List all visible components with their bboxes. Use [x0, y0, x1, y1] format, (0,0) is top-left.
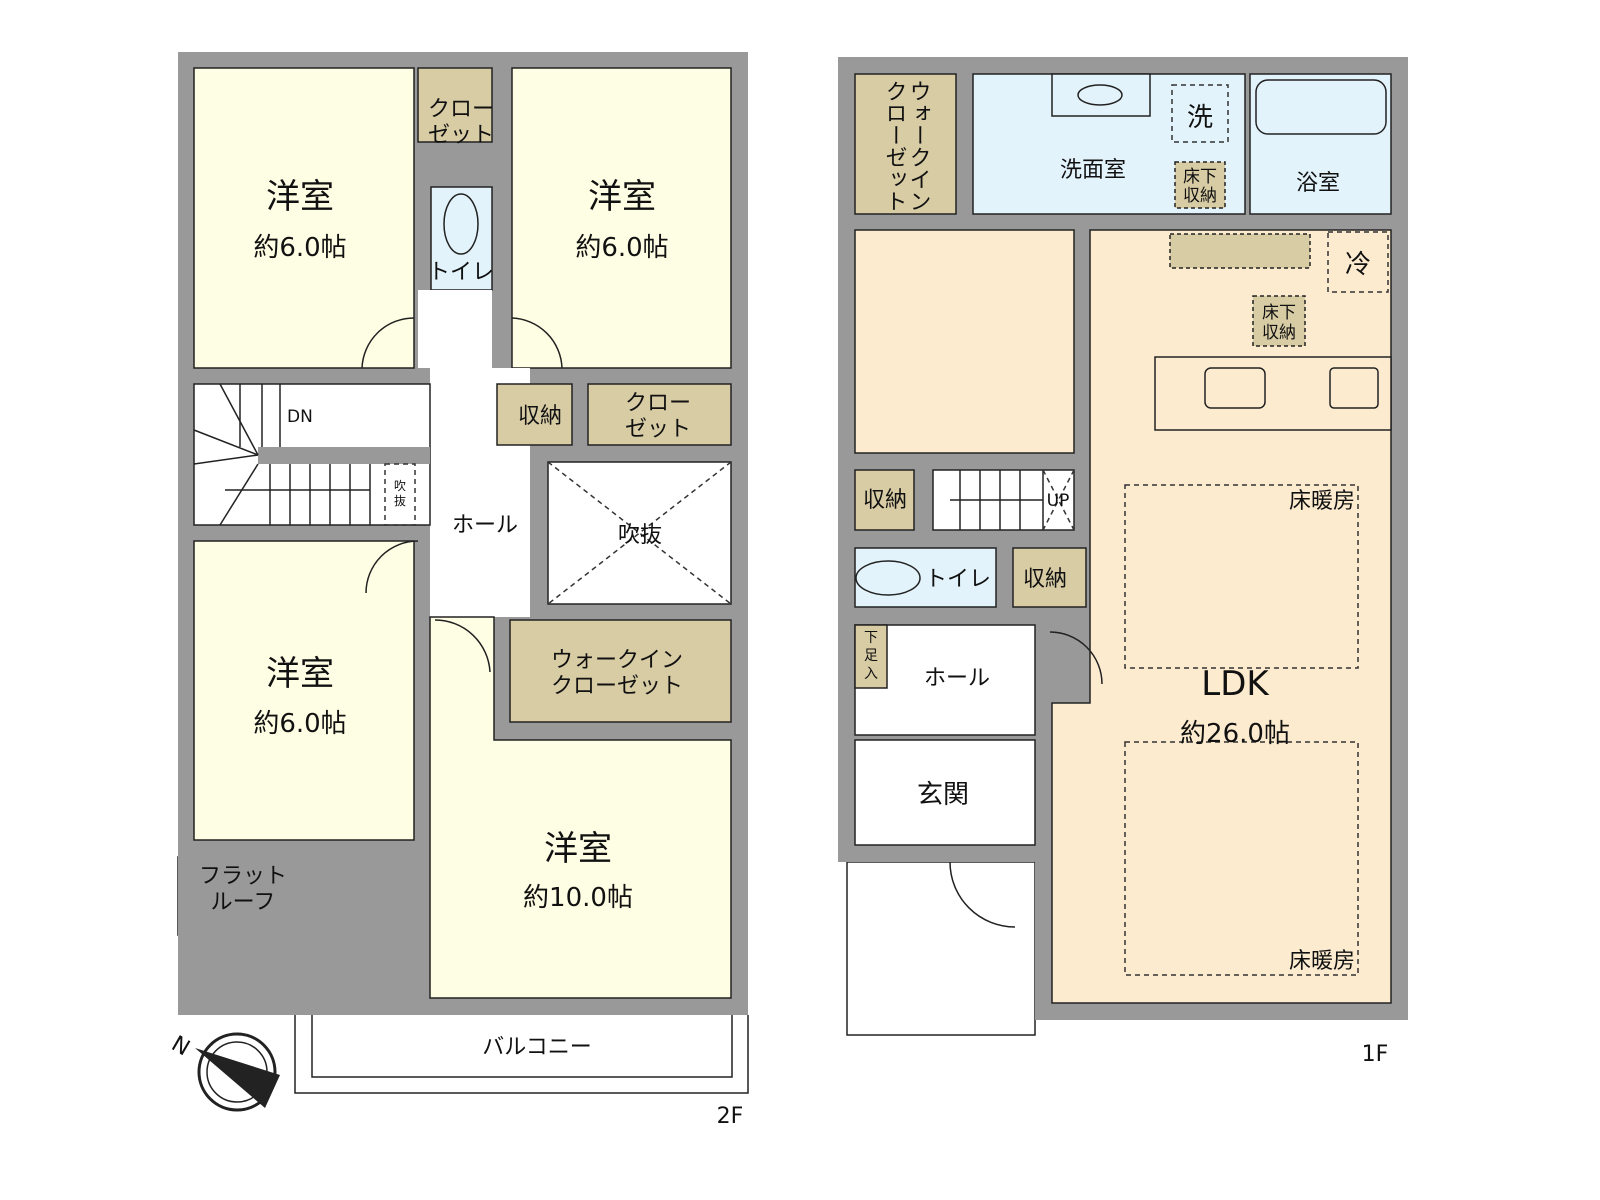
kitchen-back-storage	[1169, 233, 1311, 269]
storage-label: 収納	[518, 404, 562, 429]
toilet-2f	[430, 186, 493, 291]
shoe-cabinet	[854, 624, 888, 689]
room-bed-br	[429, 616, 732, 999]
wic-2f-label: ウォークイン	[551, 648, 683, 673]
wall-segment	[178, 840, 415, 857]
kitchen-counter	[1154, 356, 1392, 431]
floor-heating-area-1	[1124, 484, 1359, 669]
stove-icon	[1329, 367, 1379, 409]
underfloor-1-label: 床下	[1183, 167, 1217, 187]
closet-r-label: ゼット	[625, 417, 691, 442]
storage-1-label: 収納	[863, 488, 907, 513]
floor-heating-label: 床暖房	[1289, 489, 1355, 514]
closet-r	[587, 383, 732, 446]
hall-1f-label: ホール	[924, 666, 990, 691]
underfloor-2-label: 床下	[1262, 303, 1296, 323]
washer-space	[1171, 84, 1229, 143]
door-swing	[949, 631, 1103, 928]
underfloor-storage-2	[1252, 295, 1306, 347]
toilet-1f-label: トイレ	[925, 567, 991, 592]
toilet-1f	[854, 547, 997, 608]
hall-2f-label: ホール	[452, 513, 518, 538]
storage-1f-2	[1012, 547, 1087, 608]
closet-r-label: クロー	[625, 391, 691, 416]
bath-label: 浴室	[1296, 171, 1340, 196]
stair-direction-label: UP	[1047, 491, 1070, 511]
porch	[846, 861, 1036, 1036]
entrance	[854, 739, 1036, 846]
floor-2f: 洋室 約6.0帖 洋室 約6.0帖 洋室 約6.0帖 洋室 約10.0帖 クロー…	[177, 52, 749, 1129]
closet-tl-label: ゼット	[428, 123, 494, 148]
shoe-label: 足	[864, 648, 878, 664]
stair-void-label: 吹	[394, 479, 406, 493]
room-ldk	[1051, 229, 1392, 1004]
underfloor-2-label: 収納	[1262, 323, 1296, 343]
bed-tl-name: 洋室	[266, 177, 334, 217]
stairs-2f	[193, 383, 431, 526]
north-arrow-icon: N	[167, 1032, 280, 1112]
closet-tl	[417, 67, 493, 143]
floor-1f: ウォークイン クローゼット 洗面室 洗 床下 収納 浴室 冷 床下 収納 収納 …	[838, 57, 1408, 1067]
room-bed-tl	[193, 67, 415, 369]
fridge-label: 冷	[1345, 250, 1371, 280]
kitchen-sink-icon	[1204, 367, 1266, 409]
sink-counter	[1051, 73, 1151, 117]
entrance-label: 玄関	[917, 780, 969, 810]
ldk-size: 約26.0帖	[1180, 719, 1290, 749]
wic-2f-label: クローゼット	[551, 674, 683, 699]
wic-1f-label: クローゼット	[882, 80, 907, 212]
bed-bl-size: 約6.0帖	[253, 709, 346, 739]
flat-roof-label: ルーフ	[211, 890, 276, 915]
compass-north-label: N	[167, 1032, 194, 1062]
sink-icon	[1077, 84, 1123, 106]
floor-label-2f: 2F	[717, 1104, 744, 1129]
floor-heating-label: 床暖房	[1289, 949, 1355, 974]
underfloor-storage-1	[1174, 161, 1226, 209]
bed-br-size: 約10.0帖	[523, 883, 633, 913]
storage-2-label: 収納	[1023, 567, 1067, 592]
toilet-bowl-icon	[443, 193, 479, 255]
toilet-label: トイレ	[428, 260, 494, 285]
fridge-space	[1327, 231, 1389, 293]
bed-bl-name: 洋室	[266, 654, 334, 694]
underfloor-1-label: 収納	[1183, 186, 1217, 206]
wic-2f	[509, 619, 732, 723]
stair-direction-label: DN	[287, 407, 313, 427]
room-bed-bl	[193, 540, 415, 841]
room-left	[854, 229, 1075, 454]
storage-2f	[496, 383, 573, 446]
shoe-label: 入	[864, 666, 878, 682]
washer-label: 洗	[1187, 103, 1213, 133]
ldk-name: LDK	[1201, 664, 1270, 704]
wic-1f-label: ウォークイン	[906, 80, 931, 212]
bathtub-icon	[1255, 79, 1387, 135]
floor-label-1f: 1F	[1362, 1042, 1389, 1067]
room-bed-tr	[511, 67, 732, 369]
void-label: 吹抜	[618, 523, 662, 548]
bed-br-name: 洋室	[544, 829, 612, 869]
washroom-label: 洗面室	[1060, 158, 1126, 183]
flat-roof-label: フラット	[199, 864, 287, 889]
stair-void-label: 抜	[394, 494, 406, 508]
shoe-label: 下	[864, 630, 878, 646]
bathroom	[1249, 73, 1392, 215]
bed-tl-size: 約6.0帖	[253, 233, 346, 263]
door-swing	[361, 317, 563, 673]
wic-1f	[854, 73, 957, 215]
bed-tr-size: 約6.0帖	[575, 233, 668, 263]
storage-1f-1	[854, 469, 915, 531]
toilet-bowl-icon	[855, 560, 921, 596]
stairs-1f	[932, 469, 1075, 531]
balcony-label: バルコニー	[482, 1035, 592, 1060]
closet-tl-label: クロー	[428, 97, 494, 122]
bed-tr-name: 洋室	[588, 177, 656, 217]
